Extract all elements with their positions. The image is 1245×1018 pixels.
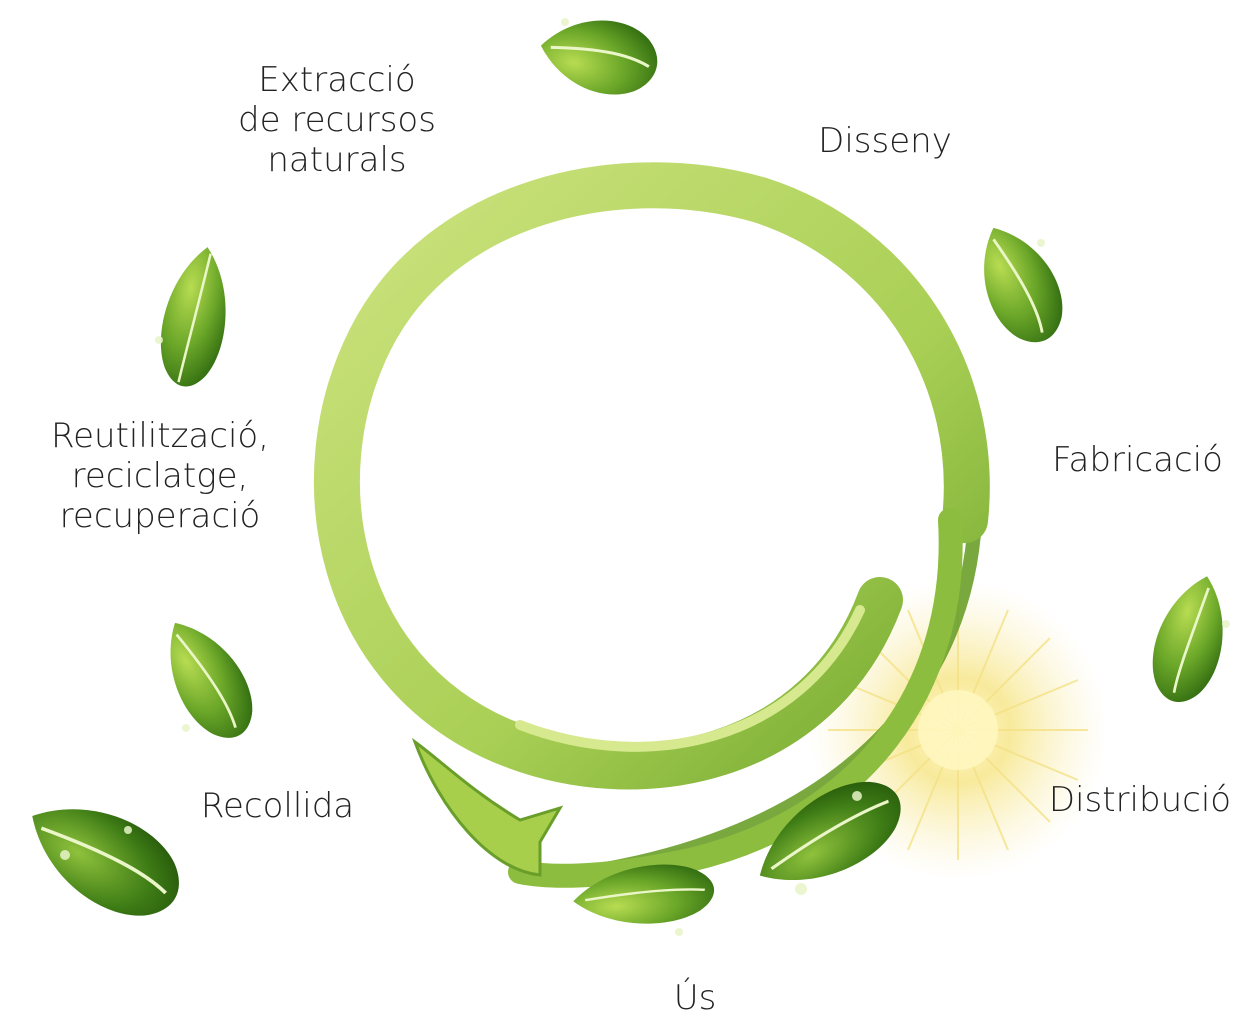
label-recollida: Recollida: [190, 786, 365, 826]
label-distribucio: Distribució: [1040, 780, 1240, 820]
label-extraccio: Extracció de recursos naturals: [232, 60, 442, 180]
label-fabricacio: Fabricació: [1040, 440, 1235, 480]
label-reutilitzacio: Reutilització, reciclatge, recuperació: [30, 416, 290, 536]
label-us: Ús: [655, 978, 735, 1018]
label-disseny: Disseny: [810, 121, 960, 161]
